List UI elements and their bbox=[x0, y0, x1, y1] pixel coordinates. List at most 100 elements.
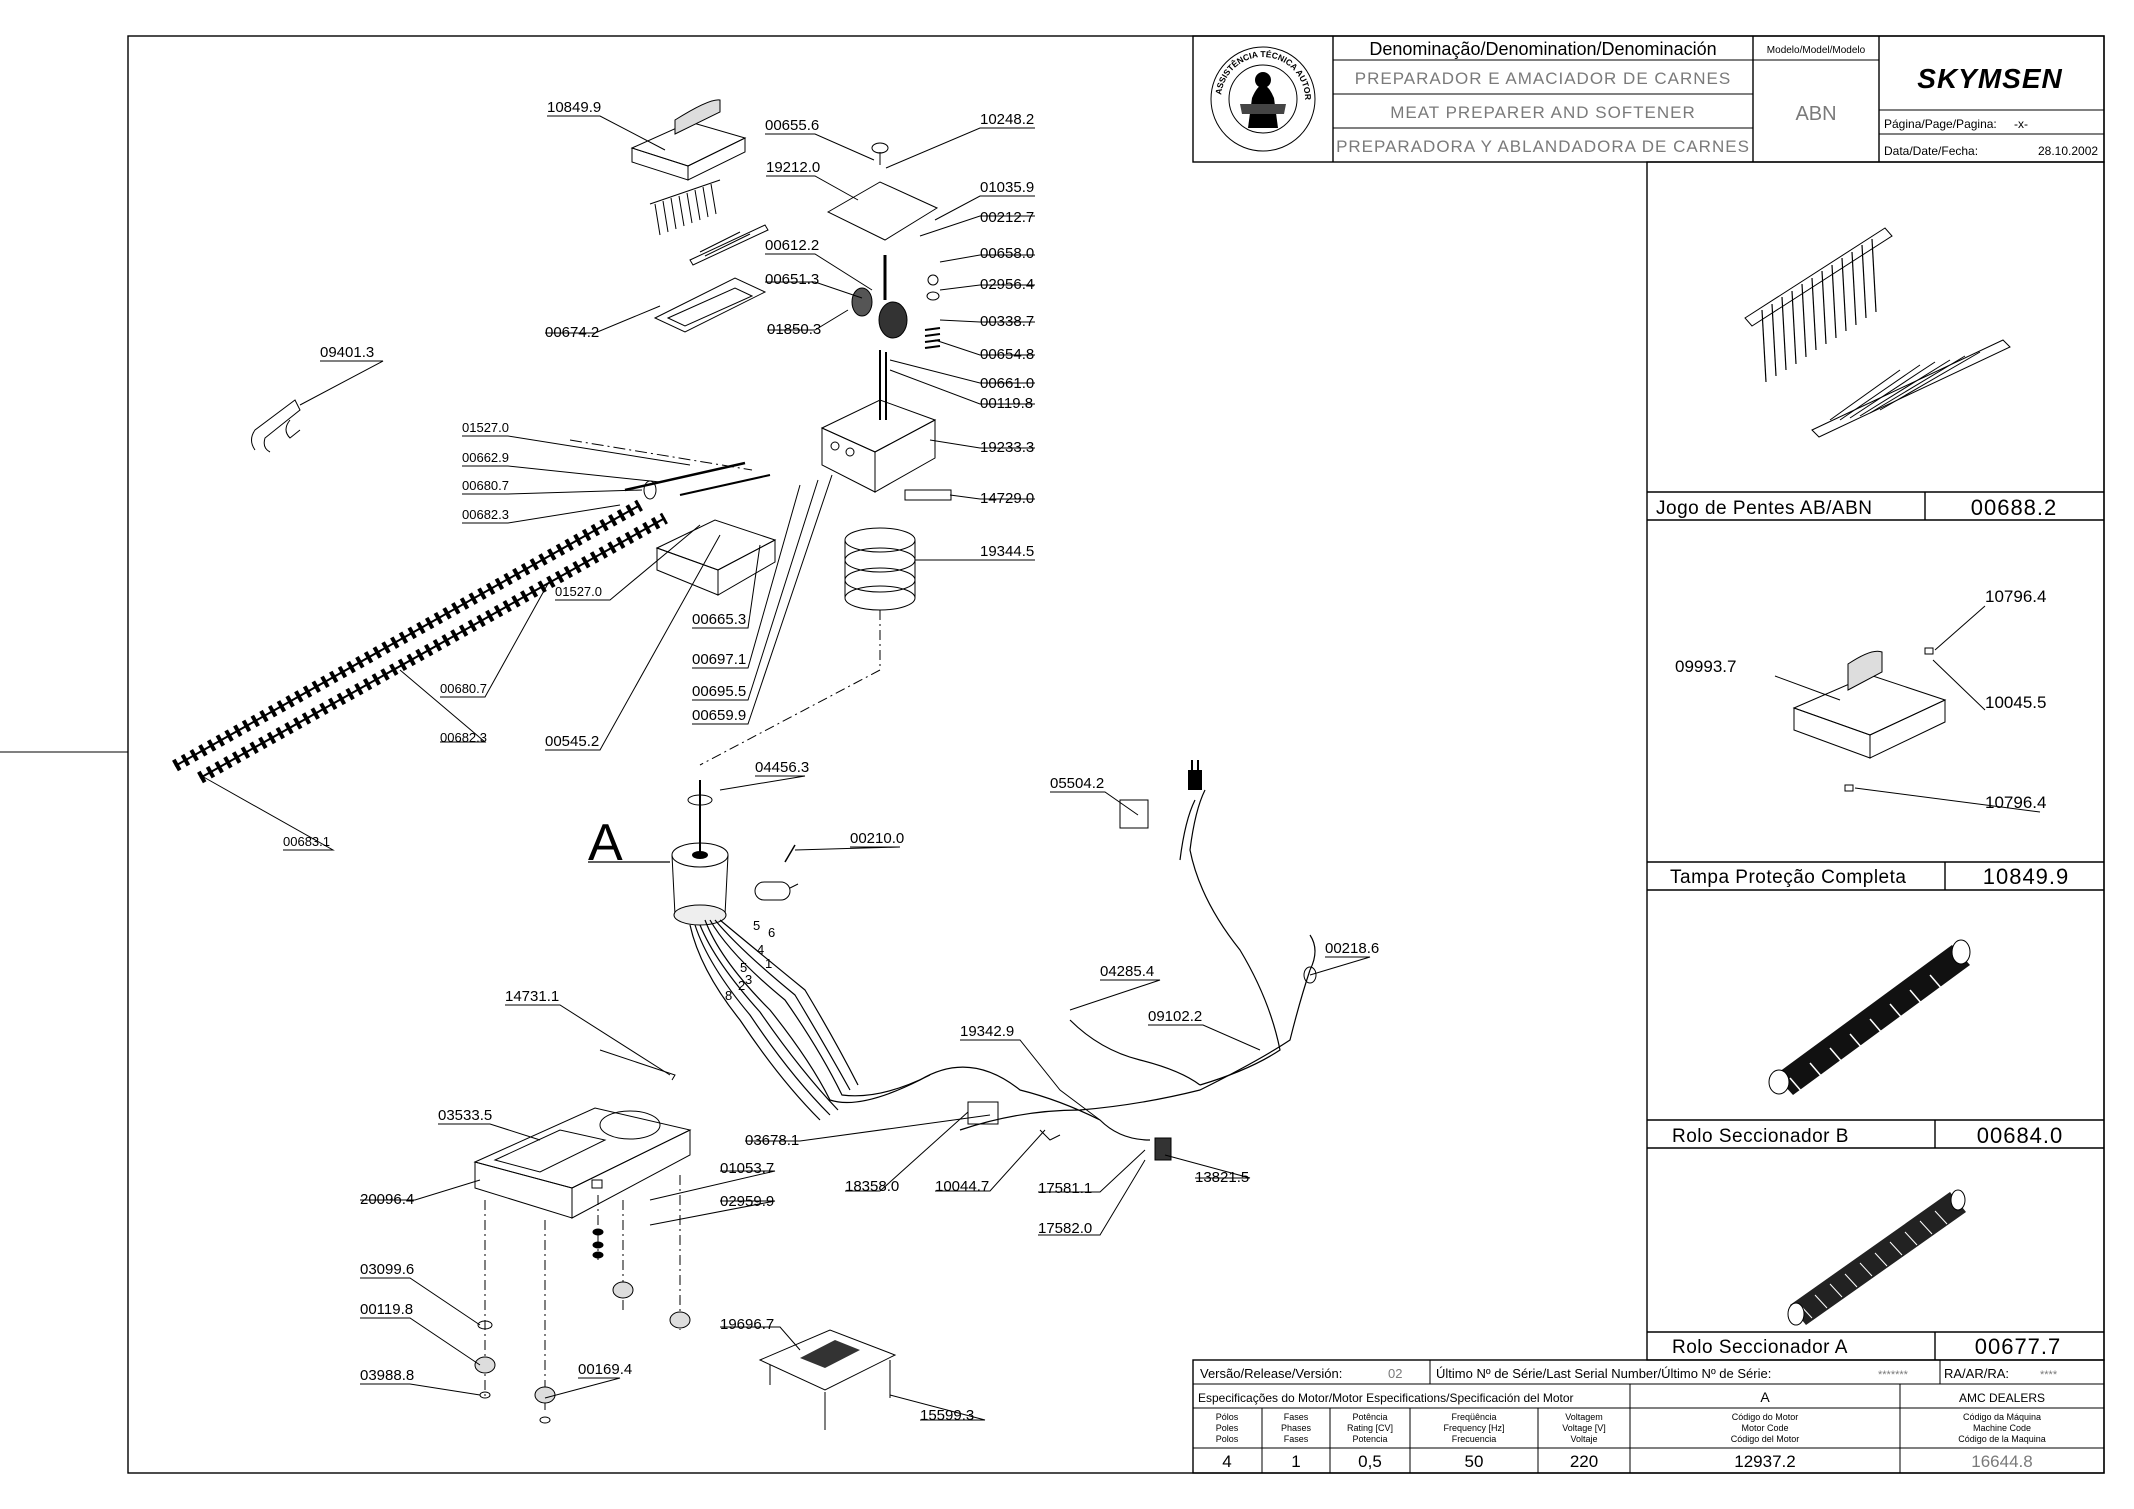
denomination-header: Denominação/Denomination/Denominación bbox=[1369, 39, 1716, 59]
label-10044-7: 10044.7 bbox=[935, 1178, 989, 1195]
cover-label-right: 10045.5 bbox=[1985, 693, 2046, 712]
seal-text: ASSISTÊNCIA TÉCNICA AUTORIZADA bbox=[0, 0, 1313, 100]
wire-num-6: 6 bbox=[768, 925, 775, 940]
label-00682-3-bottom: 00682.3 bbox=[440, 730, 487, 745]
title-block: ASSISTÊNCIA TÉCNICA AUTORIZADA Denominaç… bbox=[0, 0, 2105, 163]
col-poles-h0: Pólos bbox=[1216, 1412, 1239, 1422]
roller-b-illustration bbox=[1768, 939, 1971, 1095]
ra-value: **** bbox=[2040, 1369, 2058, 1381]
label-03533-5: 03533.5 bbox=[438, 1107, 492, 1124]
label-00218-6: 00218.6 bbox=[1325, 940, 1379, 957]
motor-letter: A bbox=[1760, 1389, 1770, 1405]
sheet-border bbox=[127, 35, 2105, 1474]
serial-value: ******* bbox=[1878, 1369, 1909, 1381]
col-motor-code-h2: Código del Motor bbox=[1731, 1434, 1800, 1444]
label-02956-4: 02956.4 bbox=[980, 276, 1034, 293]
label-04456-3: 04456.3 bbox=[755, 759, 809, 776]
col-freq-h0: Freqüência bbox=[1451, 1412, 1496, 1422]
wire-num-5a: 5 bbox=[753, 918, 760, 933]
cover-label-left: 09993.7 bbox=[1675, 657, 1736, 676]
label-10849-9: 10849.9 bbox=[547, 99, 601, 116]
part-cover bbox=[630, 99, 747, 181]
side-panels: Jogo de Pentes AB/ABN 00688.2 10796.4 09… bbox=[1646, 161, 2105, 1361]
model-value: ABN bbox=[1795, 103, 1836, 125]
panel-roller-b-caption: Rolo Seccionador B bbox=[1672, 1126, 1849, 1147]
col-poles-h1: Poles bbox=[1216, 1423, 1239, 1433]
label-00680-7-top: 00680.7 bbox=[462, 478, 509, 493]
part-gear-large bbox=[878, 301, 908, 339]
part-knob bbox=[871, 142, 889, 154]
label-00212-7: 00212.7 bbox=[980, 209, 1034, 226]
col-volt-h2: Voltaje bbox=[1570, 1434, 1597, 1444]
comb-set-illustration bbox=[1744, 227, 2011, 438]
label-03678-1: 03678.1 bbox=[745, 1132, 799, 1149]
page-value: -x- bbox=[2014, 117, 2028, 131]
label-00338-7: 00338.7 bbox=[980, 313, 1034, 330]
label-04285-4: 04285.4 bbox=[1100, 963, 1154, 980]
val-voltage: 220 bbox=[1570, 1452, 1598, 1471]
brand-text: SKYMSEN bbox=[1917, 63, 2062, 94]
wire-num-5b: 5 bbox=[740, 960, 747, 975]
version-label: Versão/Release/Versión: bbox=[1200, 1366, 1342, 1381]
label-00665-3: 00665.3 bbox=[692, 611, 746, 628]
label-01527-0-bottom: 01527.0 bbox=[555, 584, 602, 599]
label-19342-9: 19342.9 bbox=[960, 1023, 1014, 1040]
part-top-plate bbox=[826, 181, 939, 241]
label-05504-2: 05504.2 bbox=[1050, 775, 1104, 792]
label-00655-6: 00655.6 bbox=[765, 117, 819, 134]
panel-comb-caption: Jogo de Pentes AB/ABN bbox=[1656, 498, 1872, 519]
label-14729-0: 14729.0 bbox=[980, 490, 1034, 507]
val-rating: 0,5 bbox=[1358, 1452, 1382, 1471]
protection-cover-illustration bbox=[1774, 605, 2041, 813]
dealers: AMC DEALERS bbox=[1959, 1391, 2045, 1405]
label-00661-0: 00661.0 bbox=[980, 375, 1034, 392]
label-00210-0: 00210.0 bbox=[850, 830, 904, 847]
label-00662-9: 00662.9 bbox=[462, 450, 509, 465]
page-label: Página/Page/Pagina: bbox=[1884, 117, 1997, 131]
panel-cover-code: 10849.9 bbox=[1983, 864, 2070, 889]
label-17582-0: 17582.0 bbox=[1038, 1220, 1092, 1237]
label-19344-5: 19344.5 bbox=[980, 543, 1034, 560]
part-roller-lower bbox=[197, 512, 668, 784]
part-tag bbox=[1119, 799, 1149, 829]
name-es: PREPARADORA Y ABLANDADORA DE CARNES bbox=[1336, 137, 1750, 156]
part-gearbox bbox=[820, 350, 937, 493]
model-header: Modelo/Model/Modelo bbox=[1767, 45, 1866, 56]
col-freq-h1: Frequency [Hz] bbox=[1443, 1423, 1504, 1433]
part-comb bbox=[649, 179, 769, 266]
part-spring bbox=[924, 327, 941, 349]
label-10248-2: 10248.2 bbox=[980, 111, 1034, 128]
col-machine-code-h1: Machine Code bbox=[1973, 1423, 2031, 1433]
brand-logo: SKYMSEN bbox=[1892, 62, 2088, 94]
label-00169-4: 00169.4 bbox=[578, 1361, 632, 1378]
col-rating-h1: Rating [CV] bbox=[1347, 1423, 1393, 1433]
part-motor bbox=[671, 780, 729, 926]
serial-label: Último Nº de Série/Last Serial Number/Úl… bbox=[1436, 1366, 1771, 1381]
label-09102-2: 09102.2 bbox=[1148, 1008, 1202, 1025]
label-19233-3: 19233.3 bbox=[980, 439, 1034, 456]
wire-num-1: 1 bbox=[765, 956, 772, 971]
label-00682-3-top: 00682.3 bbox=[462, 507, 509, 522]
label-00683-1: 00683.1 bbox=[283, 834, 330, 849]
label-00697-1: 00697.1 bbox=[692, 651, 746, 668]
label-00119-8-top: 00119.8 bbox=[980, 395, 1033, 412]
col-rating-h0: Potência bbox=[1352, 1412, 1387, 1422]
authorized-service-seal: ASSISTÊNCIA TÉCNICA AUTORIZADA bbox=[0, 0, 1316, 152]
label-03988-8: 03988.8 bbox=[360, 1367, 414, 1384]
panel-roller-a-caption: Rolo Seccionador A bbox=[1672, 1337, 1848, 1358]
label-00658-0: 00658.0 bbox=[980, 245, 1034, 262]
val-phases: 1 bbox=[1291, 1452, 1300, 1471]
label-13821-5: 13821.5 bbox=[1195, 1169, 1249, 1186]
col-phases-h0: Fases bbox=[1284, 1412, 1309, 1422]
col-motor-code-h1: Motor Code bbox=[1741, 1423, 1788, 1433]
col-rating-h2: Potencia bbox=[1352, 1434, 1387, 1444]
val-poles: 4 bbox=[1222, 1452, 1231, 1471]
wire-num-2: 2 bbox=[738, 978, 745, 993]
part-capacitor bbox=[754, 844, 799, 901]
part-control-box bbox=[473, 1107, 692, 1219]
part-shaft-2 bbox=[679, 474, 771, 496]
label-01850-3: 01850.3 bbox=[767, 321, 821, 338]
wire-num-8: 8 bbox=[725, 988, 732, 1003]
col-phases-h2: Fases bbox=[1284, 1434, 1309, 1444]
label-00651-3: 00651.3 bbox=[765, 271, 819, 288]
